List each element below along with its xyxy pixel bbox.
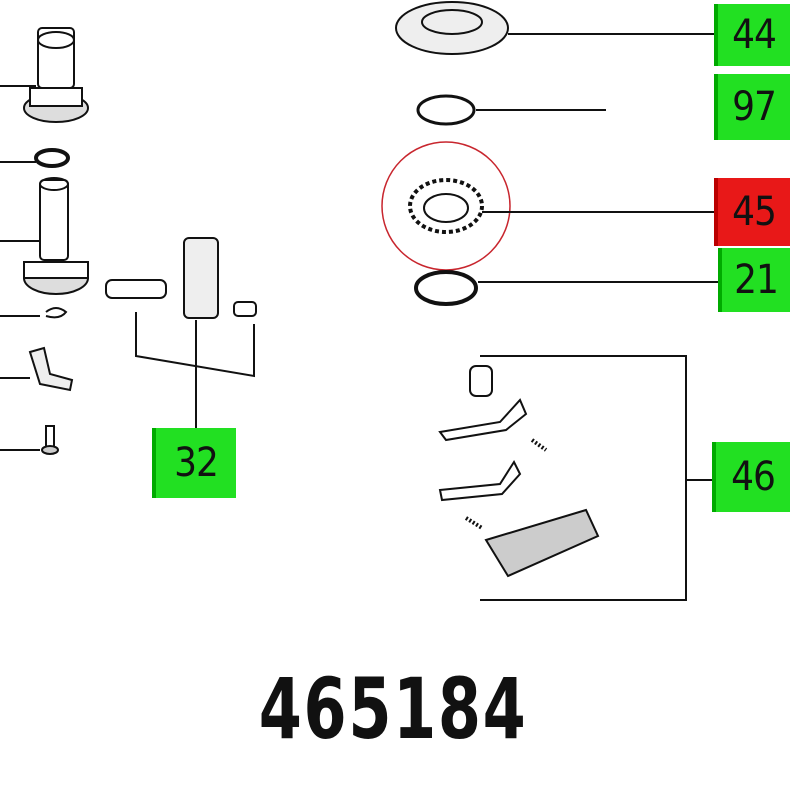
screw-part (0, 425, 59, 455)
shaft-part (0, 177, 89, 295)
circlip-part (0, 307, 68, 319)
o-ring-part (0, 148, 70, 168)
callout-32[interactable]: 32 (152, 428, 236, 498)
callout-46[interactable]: 46 (712, 442, 790, 512)
washer-part (416, 94, 606, 126)
bearing-part (395, 1, 716, 55)
callout-45-selected[interactable]: 45 (714, 178, 790, 246)
lever-assembly (105, 237, 257, 430)
callout-21[interactable]: 21 (718, 248, 790, 312)
callout-44[interactable]: 44 (714, 4, 790, 66)
switch-assembly (438, 355, 712, 601)
gear-ring-part (381, 141, 716, 271)
callout-97[interactable]: 97 (714, 74, 790, 140)
part-number: 465184 (258, 660, 528, 758)
retaining-ring-part (414, 270, 718, 306)
bracket-part (0, 346, 74, 392)
spindle-part (0, 27, 89, 123)
